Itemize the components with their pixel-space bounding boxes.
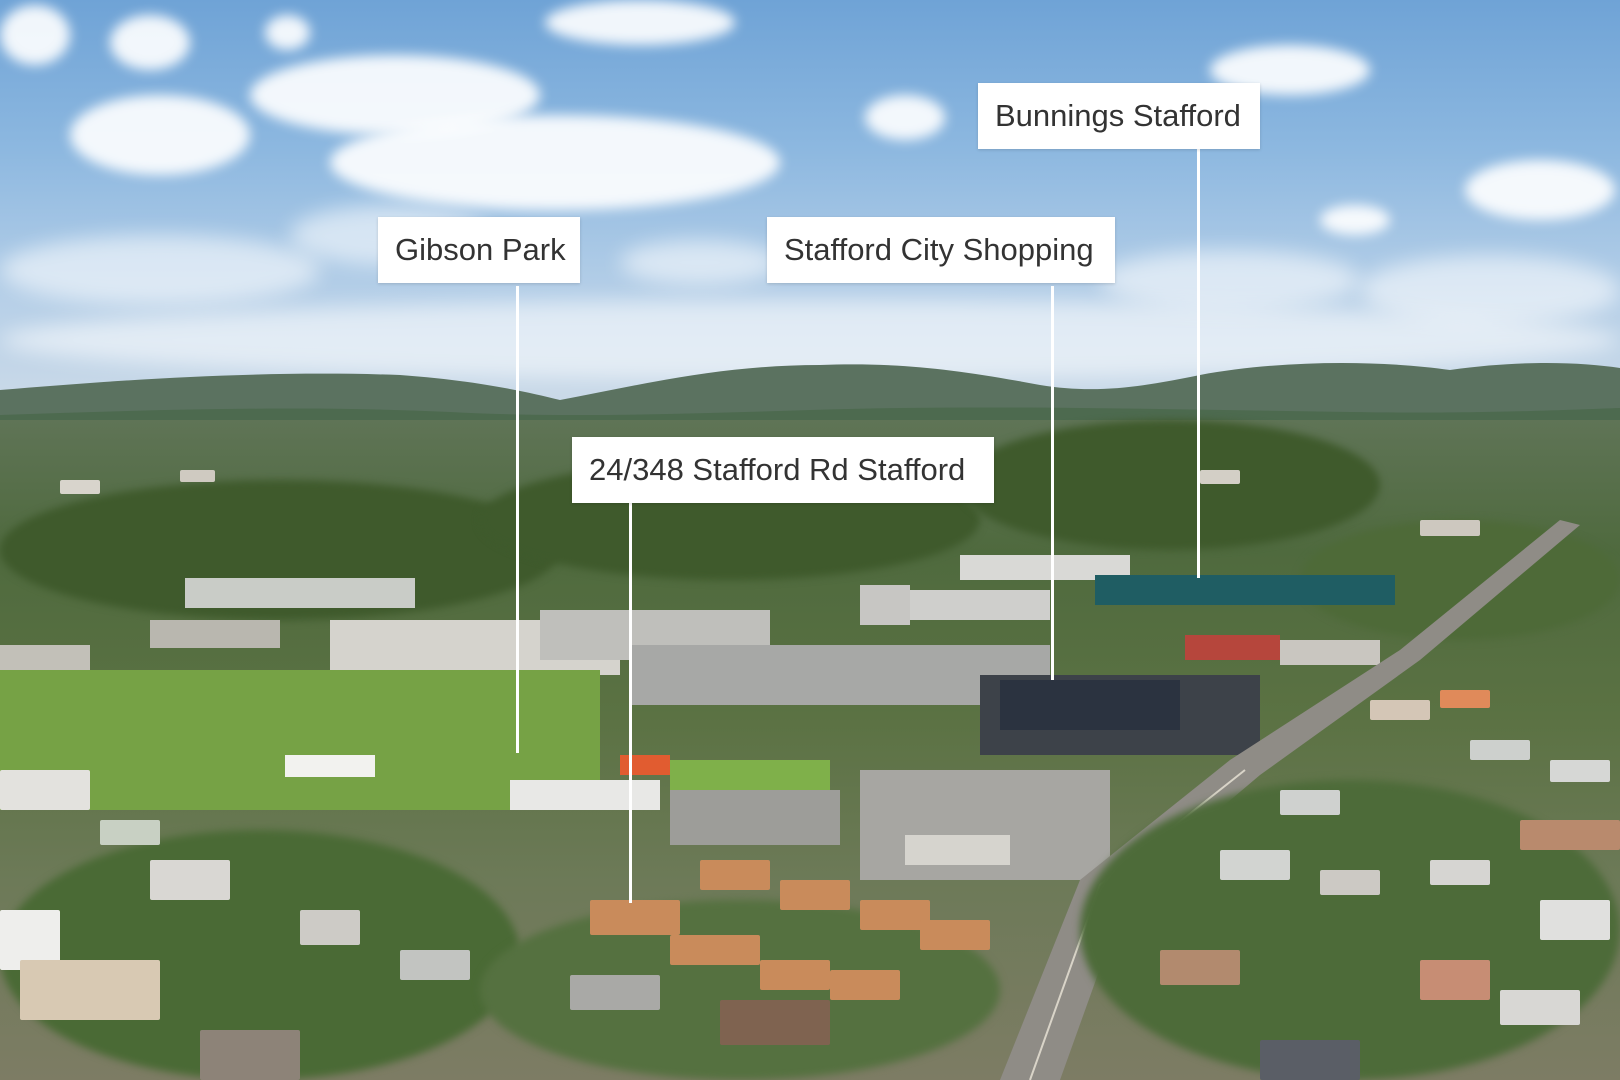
sports-field [0,670,600,810]
cloud [0,5,70,65]
house [100,820,160,845]
stafford-city-shopping-label: Stafford City Shopping [767,217,1115,283]
townhouse [760,960,830,990]
building-roof [900,590,1050,620]
cloud [265,15,310,50]
house [720,1000,830,1045]
house [150,860,230,900]
townhouse [780,880,850,910]
house [1320,870,1380,895]
cloud [1320,205,1390,235]
townhouse [670,935,760,965]
property-address-label: 24/348 Stafford Rd Stafford [572,437,994,503]
property-leader-line [629,503,632,903]
building-roof [510,780,660,810]
house [1420,960,1490,1000]
cloud [1465,160,1615,220]
gibson-park-label: Gibson Park [378,217,580,283]
house [400,950,470,980]
tree-canopy [960,420,1380,550]
cloud [70,95,250,175]
building-roof [860,585,910,625]
townhouse [920,920,990,950]
house [20,960,160,1020]
cloud [330,115,780,210]
townhouse [860,900,930,930]
townhouse [830,970,900,1000]
house [1430,860,1490,885]
house [1550,760,1610,782]
building-roof [1000,680,1180,730]
building-roof [620,755,670,775]
cloud [545,0,735,45]
house [1420,520,1480,536]
house [1440,690,1490,708]
building-roof [1280,640,1380,665]
house [300,910,360,945]
bunnings-stafford-label: Bunnings Stafford [978,83,1260,149]
building-roof [905,835,1010,865]
field-cover [285,755,375,777]
cloud [1100,250,1360,310]
house [1500,990,1580,1025]
tree-canopy [480,900,1000,1080]
cloud [110,15,190,70]
house [180,470,215,482]
house [1260,1040,1360,1080]
building-roof [0,645,90,670]
house [570,975,660,1010]
house [1160,950,1240,985]
house [1280,790,1340,815]
house [1540,900,1610,940]
building-roof [1095,575,1395,605]
house [1370,700,1430,720]
cloud [620,240,780,285]
car-park [670,790,840,845]
gibson-park-leader-line [516,286,519,753]
shopping-leader-line [1051,286,1054,680]
bunnings-leader-line [1197,148,1200,578]
building-roof [150,620,280,648]
building-roof [1185,635,1280,660]
cloud [865,95,945,140]
townhouse [700,860,770,890]
house [0,770,90,810]
house [1220,850,1290,880]
townhouse [590,900,680,935]
cloud [0,235,320,305]
building-roof [185,578,415,608]
house [1520,820,1620,850]
house [200,1030,300,1080]
house [1470,740,1530,760]
house [60,480,100,494]
house [1200,470,1240,484]
